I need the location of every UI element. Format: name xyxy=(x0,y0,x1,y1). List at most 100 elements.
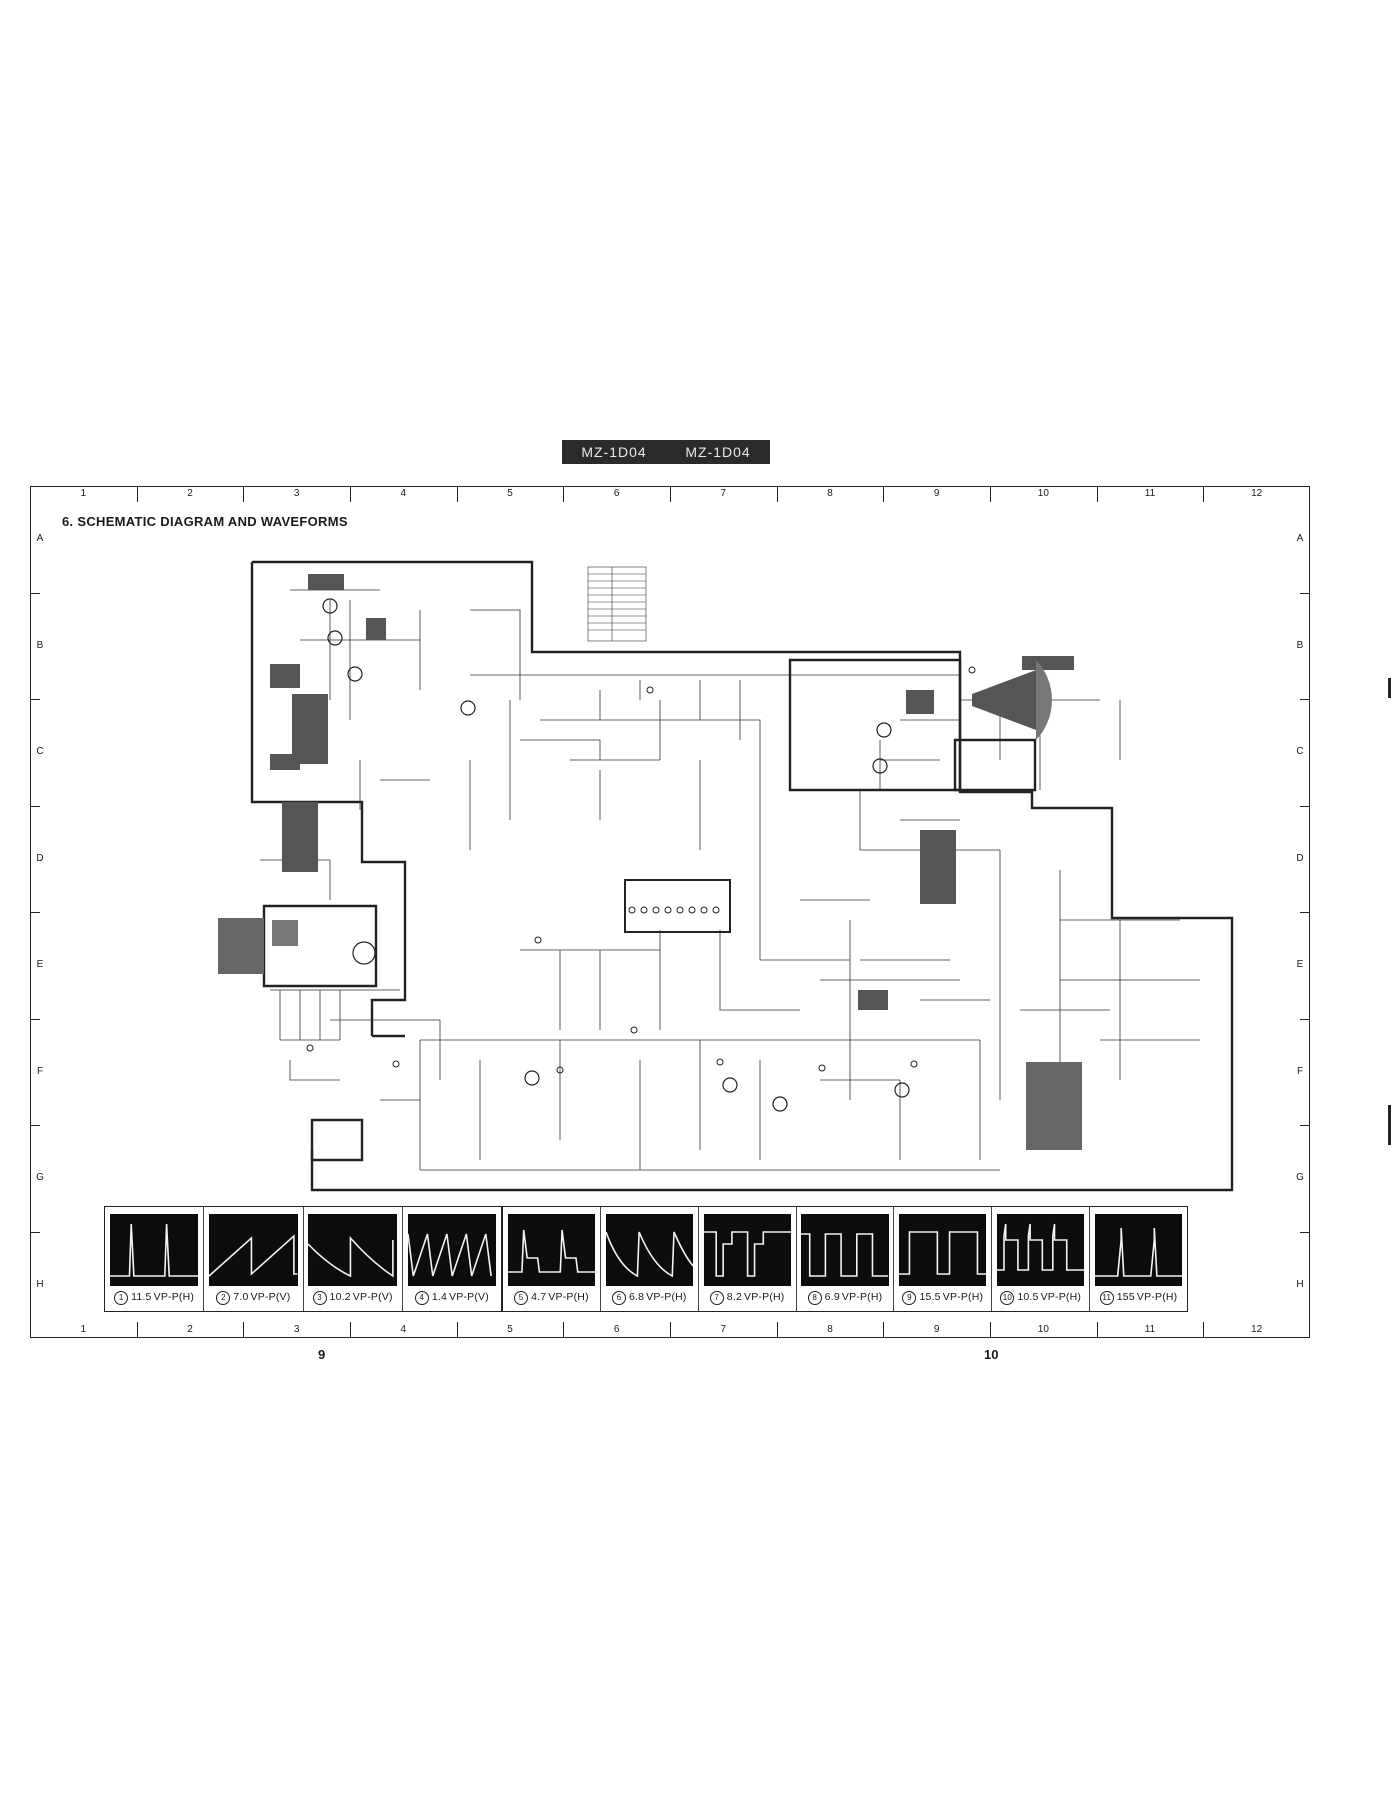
waveform-unit: VP-P xyxy=(646,1291,672,1303)
row-label: H xyxy=(1296,1278,1304,1290)
waveform-value: 11.5 xyxy=(131,1291,152,1303)
row-tick xyxy=(30,1231,40,1233)
page-number-right: 10 xyxy=(984,1347,999,1362)
waveform-value: 10.5 xyxy=(1017,1291,1039,1303)
trace-line xyxy=(209,1236,297,1276)
section-title: 6. SCHEMATIC DIAGRAM AND WAVEFORMS xyxy=(62,514,348,529)
oscilloscope-trace xyxy=(209,1214,298,1286)
ic-pin-table xyxy=(587,566,647,642)
waveform-unit: VP-P xyxy=(449,1291,475,1303)
column-tick xyxy=(136,486,138,502)
waveform-number: 2 xyxy=(216,1291,231,1305)
column-tick xyxy=(456,486,458,502)
column-tick xyxy=(563,1322,565,1338)
column-tick xyxy=(350,1322,351,1338)
waveform-mode: (H) xyxy=(769,1291,785,1303)
row-label: G xyxy=(36,1172,44,1184)
margin-mark xyxy=(1388,678,1391,698)
row-label: A xyxy=(1296,533,1304,545)
column-label: 7 xyxy=(720,1324,727,1335)
column-label: 3 xyxy=(293,488,300,499)
column-tick xyxy=(243,486,245,502)
oscilloscope-trace xyxy=(899,1214,987,1286)
row-tick xyxy=(1300,1231,1310,1233)
waveform-unit: VP-P xyxy=(250,1291,276,1303)
column-label: 12 xyxy=(1251,488,1263,499)
trace-line xyxy=(408,1234,491,1276)
waveform-value: 155 xyxy=(1116,1291,1135,1303)
row-label: B xyxy=(36,639,44,651)
waveform-number: 1 xyxy=(114,1291,129,1305)
page-number-left: 9 xyxy=(318,1347,326,1362)
column-tick xyxy=(883,1322,885,1338)
waveform-unit: VP-P xyxy=(942,1291,969,1303)
row-label: G xyxy=(1296,1172,1304,1184)
waveform-unit: VP-P xyxy=(352,1291,379,1303)
column-label: 2 xyxy=(187,1324,193,1335)
row-label: A xyxy=(36,533,44,545)
column-tick xyxy=(776,486,778,502)
oscilloscope-trace xyxy=(308,1214,397,1286)
column-label: 1 xyxy=(80,1324,87,1335)
waveform-mode: (V) xyxy=(474,1291,489,1303)
trace-line xyxy=(704,1232,791,1276)
row-label: B xyxy=(1296,639,1304,651)
column-label: 2 xyxy=(187,488,193,499)
column-label: 10 xyxy=(1037,488,1049,499)
column-tick xyxy=(350,486,351,502)
waveform-number: 6 xyxy=(611,1291,626,1305)
waveform-mode: (H) xyxy=(1065,1291,1082,1303)
row-label: E xyxy=(1296,959,1304,971)
waveform-mode: (V) xyxy=(378,1291,393,1303)
waveform-mode: (H) xyxy=(867,1291,883,1303)
column-label: 4 xyxy=(400,1324,407,1335)
row-label: H xyxy=(36,1278,44,1290)
waveform-mode: (V) xyxy=(275,1291,291,1303)
model-label-right: MZ-1D04 xyxy=(685,444,751,460)
crt-symbol xyxy=(972,660,1052,740)
trace-line xyxy=(508,1230,595,1272)
waveform-value: 15.5 xyxy=(919,1291,941,1303)
column-tick xyxy=(1203,486,1205,502)
shaded-transformers xyxy=(218,574,1082,1150)
row-label: C xyxy=(1296,746,1304,758)
row-tick xyxy=(30,1018,40,1020)
trace-line xyxy=(899,1232,986,1274)
schematic-wires xyxy=(260,589,1200,1171)
ic501-pins xyxy=(628,906,720,914)
waveform-number: 9 xyxy=(902,1291,917,1305)
trace-line xyxy=(606,1232,693,1276)
column-tick xyxy=(776,1322,778,1338)
row-label: F xyxy=(36,1065,44,1077)
column-label: 8 xyxy=(827,488,833,499)
trace-line xyxy=(997,1224,1084,1270)
ic501-body xyxy=(624,879,731,933)
waveform-unit: VP-P xyxy=(1040,1291,1066,1303)
trace-line xyxy=(801,1234,888,1276)
row-label: C xyxy=(36,746,44,758)
column-label: 6 xyxy=(613,1324,620,1335)
waveform-unit: VP-P xyxy=(153,1291,179,1303)
row-tick xyxy=(1300,1125,1310,1126)
waveform-value: 8.2 xyxy=(726,1291,742,1303)
oscilloscope-trace xyxy=(407,1214,497,1286)
row-label: E xyxy=(36,959,44,971)
margin-mark xyxy=(1388,1105,1391,1145)
row-tick xyxy=(1300,1018,1310,1020)
column-label: 11 xyxy=(1144,1324,1156,1335)
waveform-unit: VP-P xyxy=(841,1291,868,1303)
column-tick xyxy=(1203,1322,1205,1338)
column-tick xyxy=(456,1322,458,1338)
waveform-value: 7.0 xyxy=(233,1291,249,1303)
waveform-unit: VP-P xyxy=(744,1291,770,1303)
